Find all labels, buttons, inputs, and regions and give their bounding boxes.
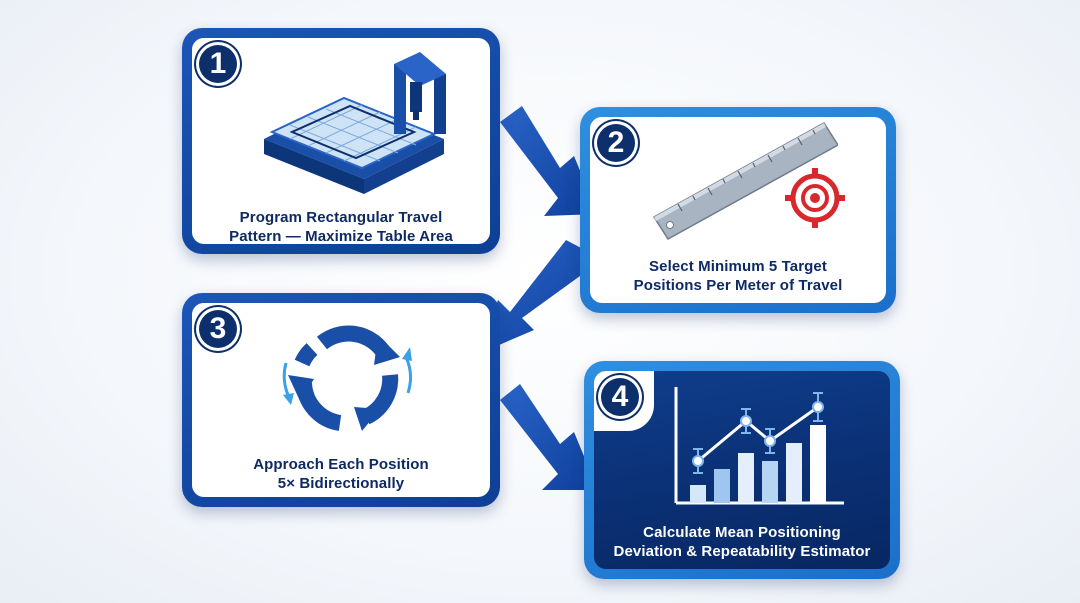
step-1-badge: 1 (192, 38, 252, 98)
step-1-number: 1 (196, 42, 240, 86)
step-3-badge: 3 (192, 303, 252, 363)
step-2-badge: 2 (590, 117, 650, 177)
step-4-badge: 4 (594, 371, 654, 431)
step-4-label: Calculate Mean Positioning Deviation & R… (613, 524, 871, 560)
cycle-arrows-icon (282, 325, 412, 431)
step-3-number: 3 (196, 307, 240, 351)
chart-bars (690, 425, 826, 503)
step-4-number: 4 (598, 375, 642, 419)
step-2-number: 2 (594, 121, 638, 165)
arrow-2-to-3 (478, 240, 600, 354)
arrow-1-to-2 (500, 106, 598, 216)
target-icon (785, 168, 845, 228)
step-2-label: Select Minimum 5 Target Positions Per Me… (633, 258, 843, 294)
step-1-card: 1 (182, 28, 500, 254)
chart-icon (674, 387, 844, 505)
step-3-card: 3 Approach Each Position 5× Bidirectiona… (182, 293, 500, 507)
step-4-card: 4 Calcu (584, 361, 900, 579)
arrow-3-to-4 (500, 384, 598, 490)
step-3-label: Approach Each Position 5× Bidirectionall… (253, 456, 429, 492)
cnc-machine-icon (264, 52, 446, 194)
step-2-card: 2 (580, 107, 896, 313)
ruler-icon (652, 122, 838, 240)
step-1-label: Program Rectangular Travel Pattern — Max… (229, 209, 453, 244)
